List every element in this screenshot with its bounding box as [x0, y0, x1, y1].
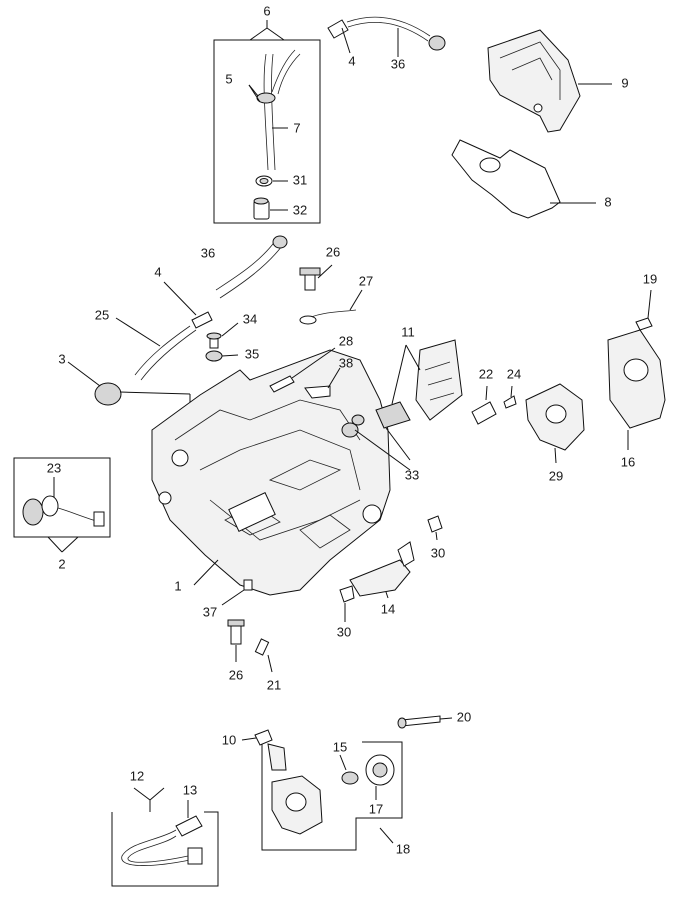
label-17: 17: [369, 801, 383, 816]
label-3: 3: [58, 351, 65, 366]
label-38: 38: [339, 355, 353, 370]
label-26-bottom: 26: [229, 667, 243, 682]
key-37: [221, 579, 253, 606]
label-36-top: 36: [391, 56, 405, 71]
label-2: 2: [58, 556, 65, 571]
cover-16: [607, 329, 666, 450]
label-33: 33: [405, 467, 419, 482]
label-13: 13: [183, 782, 197, 797]
label-14: 14: [381, 601, 395, 616]
pin-28: [269, 347, 336, 393]
label-32: 32: [293, 202, 307, 217]
label-4-top: 4: [348, 53, 355, 68]
label-34: 34: [243, 311, 257, 326]
label-25: 25: [95, 307, 109, 322]
oil-hose-middle: [67, 235, 288, 420]
label-1: 1: [174, 578, 181, 593]
plate-29: [525, 383, 585, 464]
label-26-top: 26: [326, 244, 340, 259]
top-cover-part: [487, 29, 612, 133]
screw-34-nut-35: [205, 322, 239, 362]
bolt-26-top: [299, 264, 333, 291]
label-35: 35: [245, 346, 259, 361]
label-8: 8: [604, 194, 611, 209]
label-15: 15: [333, 739, 347, 754]
label-9: 9: [621, 75, 628, 90]
label-19: 19: [643, 271, 657, 286]
screw-22-24: [471, 385, 517, 425]
label-29: 29: [549, 468, 563, 483]
label-31: 31: [293, 172, 307, 187]
spike-11: [375, 339, 463, 429]
oil-pump-kit-group: [241, 729, 403, 851]
label-36-mid: 36: [201, 245, 215, 260]
label-6: 6: [263, 3, 270, 18]
label-27: 27: [359, 273, 373, 288]
bolts-26-21-bottom: [227, 619, 273, 673]
oil-cap-kit-group: [13, 457, 111, 553]
label-7: 7: [293, 120, 300, 135]
group-box-2: [13, 457, 111, 538]
part-labels: 6 5 7 31 32 4 36 9 8 36 26 4 27 19 25 34…: [47, 3, 657, 856]
label-22: 22: [479, 366, 493, 381]
label-28: 28: [339, 333, 353, 348]
gasket-plate-part: [451, 139, 596, 219]
label-10: 10: [222, 732, 236, 747]
label-37: 37: [203, 604, 217, 619]
label-21: 21: [267, 677, 281, 692]
clip-27: [299, 289, 363, 325]
bolt-20: [397, 715, 453, 729]
label-24: 24: [507, 366, 521, 381]
screw-19: [635, 289, 653, 331]
bracket-14: [349, 541, 415, 599]
group-box-6: [213, 39, 321, 224]
fuel-filter-kit-group: [213, 20, 321, 224]
label-5: 5: [225, 71, 232, 86]
label-4-mid: 4: [154, 264, 161, 279]
label-18: 18: [396, 841, 410, 856]
label-30-right: 30: [431, 545, 445, 560]
label-20: 20: [457, 709, 471, 724]
nuts-33: [341, 414, 411, 471]
label-11: 11: [401, 324, 415, 339]
label-30-bottom: 30: [337, 624, 351, 639]
label-12: 12: [130, 768, 144, 783]
oil-line-kit-group: [111, 787, 219, 887]
screws-30: [339, 515, 443, 622]
crankcase-main-part: [151, 349, 391, 596]
oil-hose-upper: [327, 16, 446, 57]
label-16: 16: [621, 454, 635, 469]
label-23: 23: [47, 460, 61, 475]
bracket-38: [304, 367, 341, 399]
